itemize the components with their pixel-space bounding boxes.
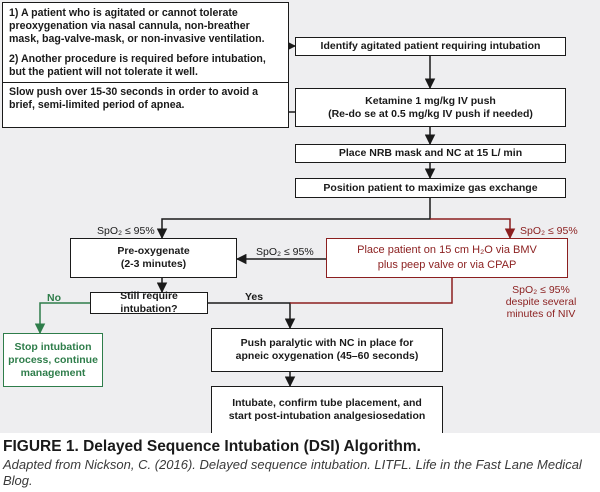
- flowchart-figure: 1) A patient who is agitated or cannot t…: [0, 0, 600, 433]
- indications-note: 1) A patient who is agitated or cannot t…: [2, 2, 289, 128]
- caption-title: FIGURE 1. Delayed Sequence Intubation (D…: [3, 438, 421, 455]
- ketamine-push-note: Slow push over 15-30 seconds in order to…: [3, 82, 288, 115]
- spo2-niv-label: SpO₂ ≤ 95% despite several minutes of NI…: [486, 284, 596, 320]
- spo2-niv-text-2: despite several: [505, 296, 577, 308]
- cpap-text-2: plus peep valve or via CPAP: [377, 259, 517, 271]
- intubate-text-2: start post-intubation analgesiosedation: [228, 410, 426, 422]
- ketamine-text-2: (Re-do se at 0.5 mg/kg IV push if needed…: [328, 107, 533, 120]
- indication-2: 2) Another procedure is required before …: [9, 52, 266, 78]
- intubate-box: Intubate, confirm tube placement, and st…: [211, 386, 443, 433]
- yes-label: Yes: [245, 291, 264, 303]
- ketamine-text-1: Ketamine 1 mg/kg IV push: [365, 94, 496, 107]
- arrow-cpap-to-paralytic: [290, 278, 453, 304]
- indication-1: 1) A patient who is agitated or cannot t…: [9, 7, 265, 46]
- spo2-niv-text-3: minutes of NIV: [506, 308, 576, 320]
- position-box: Position patient to maximize gas exchang…: [295, 178, 566, 198]
- ketamine-box: Ketamine 1 mg/kg IV push (Re-do se at 0.…: [295, 88, 566, 127]
- still-require-text: Still require intubation?: [120, 290, 178, 315]
- cpap-text-1: Place patient on 15 cm H₂O via BMV: [357, 244, 537, 256]
- arrow-split-to-preoxygenate: [156, 198, 431, 240]
- intubate-text-1: Intubate, confirm tube placement, and: [232, 397, 422, 409]
- identify-box: Identify agitated patient requiring intu…: [295, 37, 566, 56]
- stop-text-1: Stop intubation: [14, 340, 92, 353]
- stop-intubation-box: Stop intubation process, continue manage…: [3, 333, 103, 387]
- spo2-niv-text-1: SpO₂ ≤ 95%: [512, 284, 570, 296]
- arrow-yes-to-paralytic: [208, 302, 296, 330]
- flowchart-arrows: [34, 40, 516, 388]
- spo2-label-left: SpO₂ ≤ 95%: [97, 225, 155, 237]
- preoxygenate-text-2: (2-3 minutes): [120, 258, 187, 270]
- nrb-text: Place NRB mask and NC at 15 L/ min: [338, 147, 523, 159]
- still-require-box: Still require intubation?: [90, 290, 208, 315]
- spo2-label-mid: SpO₂ ≤ 95%: [256, 246, 314, 258]
- preoxygenate-box: Pre-oxygenate (2-3 minutes): [70, 238, 237, 278]
- stop-text-2: process, continue: [8, 353, 98, 366]
- spo2-label-right: SpO₂ ≤ 95%: [520, 225, 578, 237]
- no-label: No: [47, 292, 61, 304]
- paralytic-box: Push paralytic with NC in place for apne…: [211, 328, 443, 372]
- caption-subtitle: Adapted from Nickson, C. (2016). Delayed…: [3, 457, 582, 488]
- arrow-no-to-stop: [34, 302, 90, 335]
- figure-caption: FIGURE 1. Delayed Sequence Intubation (D…: [3, 437, 597, 489]
- identify-text: Identify agitated patient requiring intu…: [320, 40, 541, 52]
- arrow-split-to-cpap: [430, 218, 516, 240]
- paralytic-text-1: Push paralytic with NC in place for: [240, 337, 414, 349]
- stop-text-3: management: [20, 366, 86, 379]
- cpap-box: Place patient on 15 cm H₂O via BMV plus …: [326, 238, 568, 278]
- preoxygenate-text-1: Pre-oxygenate: [117, 245, 190, 257]
- position-text: Position patient to maximize gas exchang…: [323, 181, 538, 194]
- paralytic-text-2: apneic oxygenation (45–60 seconds): [235, 350, 419, 362]
- nrb-box: Place NRB mask and NC at 15 L/ min: [295, 144, 566, 163]
